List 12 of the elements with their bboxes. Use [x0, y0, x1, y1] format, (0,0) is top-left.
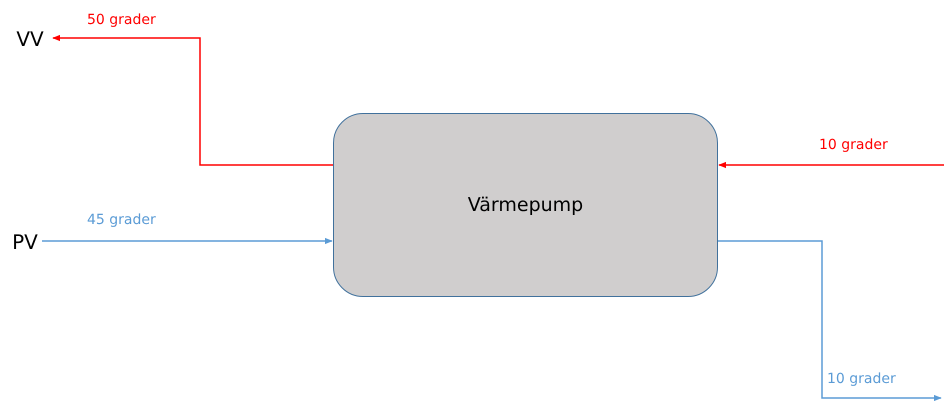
edge-label: 45 grader — [86, 212, 157, 228]
edge-label: 10 grader — [826, 371, 897, 387]
arrow — [718, 162, 944, 168]
edge-label: 10 grader — [818, 137, 889, 153]
node-label: VV — [16, 27, 44, 51]
arrow — [52, 34, 333, 166]
edge-label: 50 grader — [86, 12, 157, 28]
box-title: Värmepump — [468, 194, 584, 216]
arrow — [42, 238, 333, 244]
process-box — [333, 113, 718, 297]
node-label: PV — [12, 230, 38, 254]
arrow — [718, 240, 942, 401]
